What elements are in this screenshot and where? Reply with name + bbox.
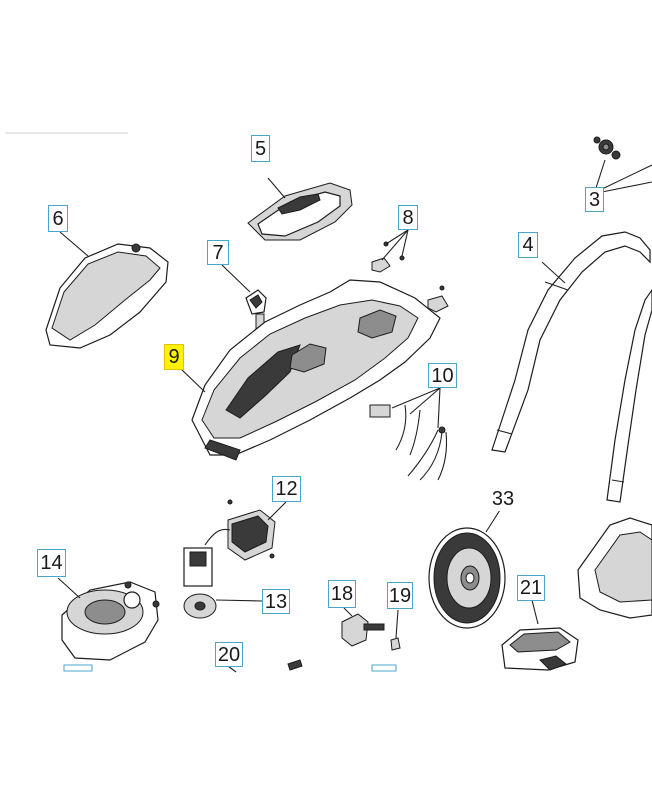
part-10-wiring: [369, 387, 448, 481]
part-12-motor-controller: [183, 499, 287, 587]
part-33-wheel: [428, 509, 506, 629]
part-14-motor-housing: [57, 577, 160, 672]
callout-6: 6: [48, 205, 68, 232]
callout-19: 19: [387, 582, 413, 609]
part-7-switch: [221, 264, 267, 331]
part-13-fan: [183, 593, 263, 619]
callout-13: 13: [262, 589, 290, 614]
callout-10: 10: [428, 363, 457, 388]
callout-33: 33: [489, 486, 517, 511]
callout-5: 5: [251, 135, 270, 162]
callout-4: 4: [518, 232, 538, 258]
callout-8: 8: [398, 205, 418, 230]
callout-12: 12: [272, 476, 301, 502]
callout-7: 7: [207, 240, 229, 265]
part-9-housing: [179, 279, 441, 461]
part-20-screws: [227, 659, 397, 673]
part-5-lid: [247, 177, 353, 241]
part-4-handle: [491, 231, 652, 503]
callout-21: 21: [517, 575, 545, 601]
callout-9: 9: [164, 344, 184, 370]
part-18-hub: [341, 607, 385, 647]
callout-3: 3: [585, 187, 604, 212]
part-21-grass-box: [501, 517, 652, 671]
callout-20: 20: [215, 642, 243, 667]
part-19-pin: [390, 609, 401, 651]
callout-18: 18: [328, 580, 356, 608]
part-8-clips: [371, 229, 449, 313]
callout-14: 14: [37, 549, 66, 577]
part-6-cover: [45, 231, 169, 349]
part-3-knobs: [593, 136, 652, 193]
